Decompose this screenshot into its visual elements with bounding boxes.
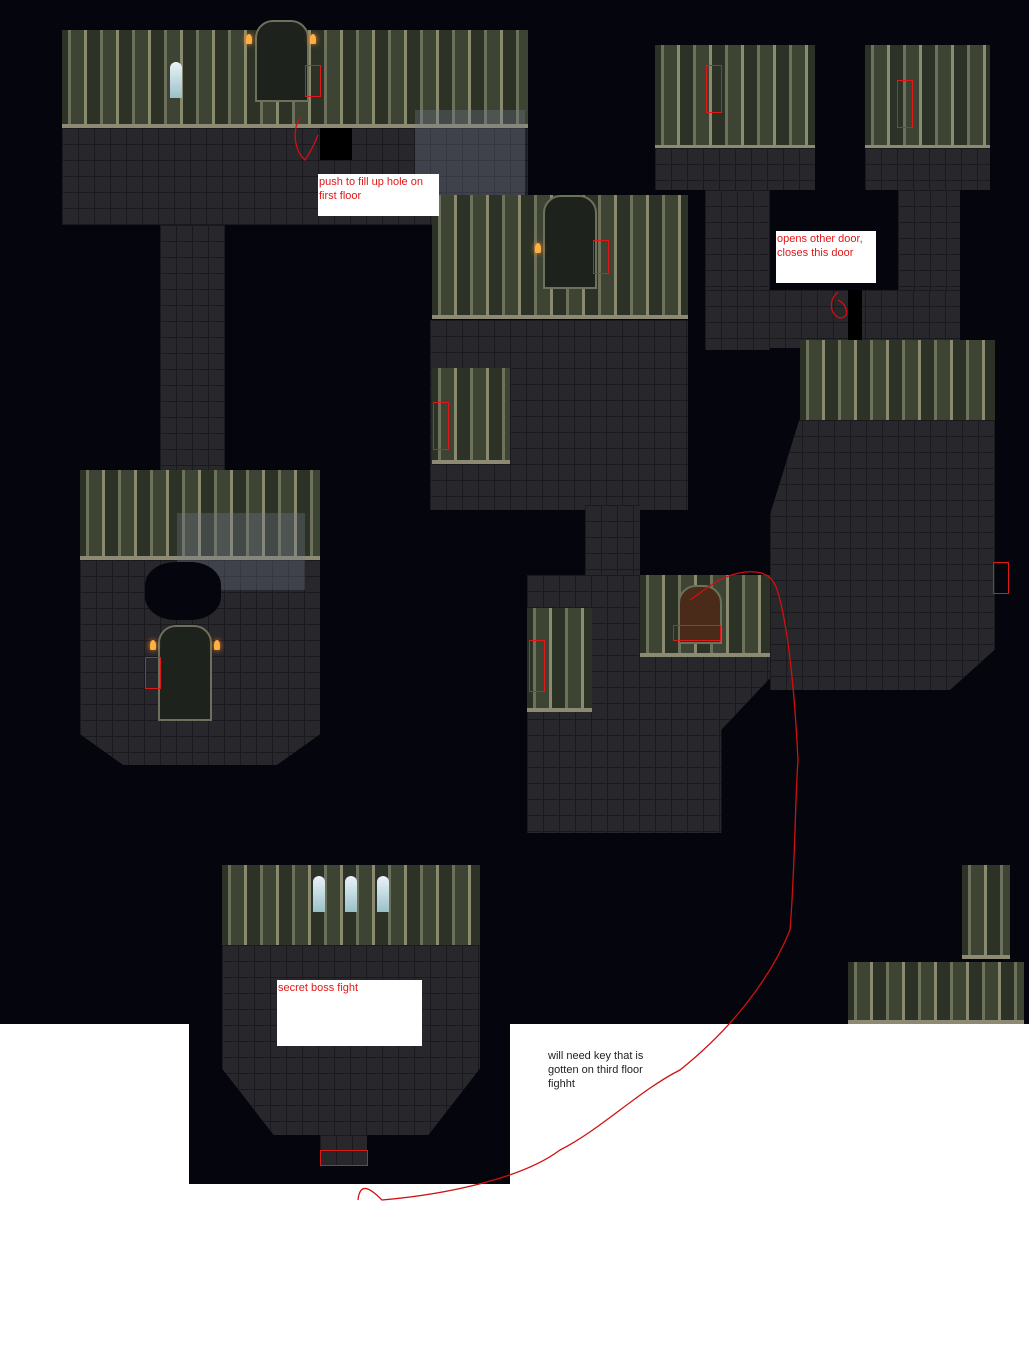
torch-icon [535,243,541,253]
boss-room-floor [222,945,480,1135]
room-b-door[interactable] [158,625,212,721]
marker-box [145,657,161,689]
room-d-wall-left [527,608,592,712]
room-e-floor [655,148,815,190]
marker-box [897,80,913,128]
room-c-door[interactable] [543,195,597,289]
hole [320,128,352,160]
room-a-floor [62,128,528,225]
annotation-secret-boss: secret boss fight [277,980,422,1046]
annotation-opens-door: opens other door, closes this door [776,231,876,283]
marker-box [305,65,321,97]
room-b-wall [80,470,320,560]
window [313,876,325,912]
room-f-wall [865,45,990,149]
closing-door[interactable] [848,290,862,348]
annotation-key-note: will need key that is gotten on third fl… [548,1050,644,1090]
push-mark [294,117,319,161]
marker-box [593,240,609,274]
torch-icon [310,34,316,44]
switch-circle [830,291,848,319]
fragment-wall-lower [848,962,1024,1024]
locked-door[interactable] [678,585,722,644]
corridor-middle [585,505,640,585]
torch-icon [246,34,252,44]
window [170,62,182,98]
room-a-door[interactable] [255,20,309,102]
room-g-floor [770,420,995,690]
fragment-wall [962,865,1010,959]
hole [145,562,221,620]
alcove-wall [432,368,510,464]
marker-box [673,625,721,641]
route-line [357,571,799,1201]
marker-box [529,640,545,692]
window [377,876,389,912]
marker-box [706,65,722,113]
marker-box [433,402,449,450]
marker-box [993,562,1009,594]
corridor-west [160,225,225,485]
room-f-floor [865,148,990,190]
torch-icon [150,640,156,650]
window [345,876,357,912]
room-e-wall [655,45,815,149]
marker-box [320,1150,368,1166]
torch-icon [214,640,220,650]
annotation-push-hole: push to fill up hole on first floor [318,174,439,216]
